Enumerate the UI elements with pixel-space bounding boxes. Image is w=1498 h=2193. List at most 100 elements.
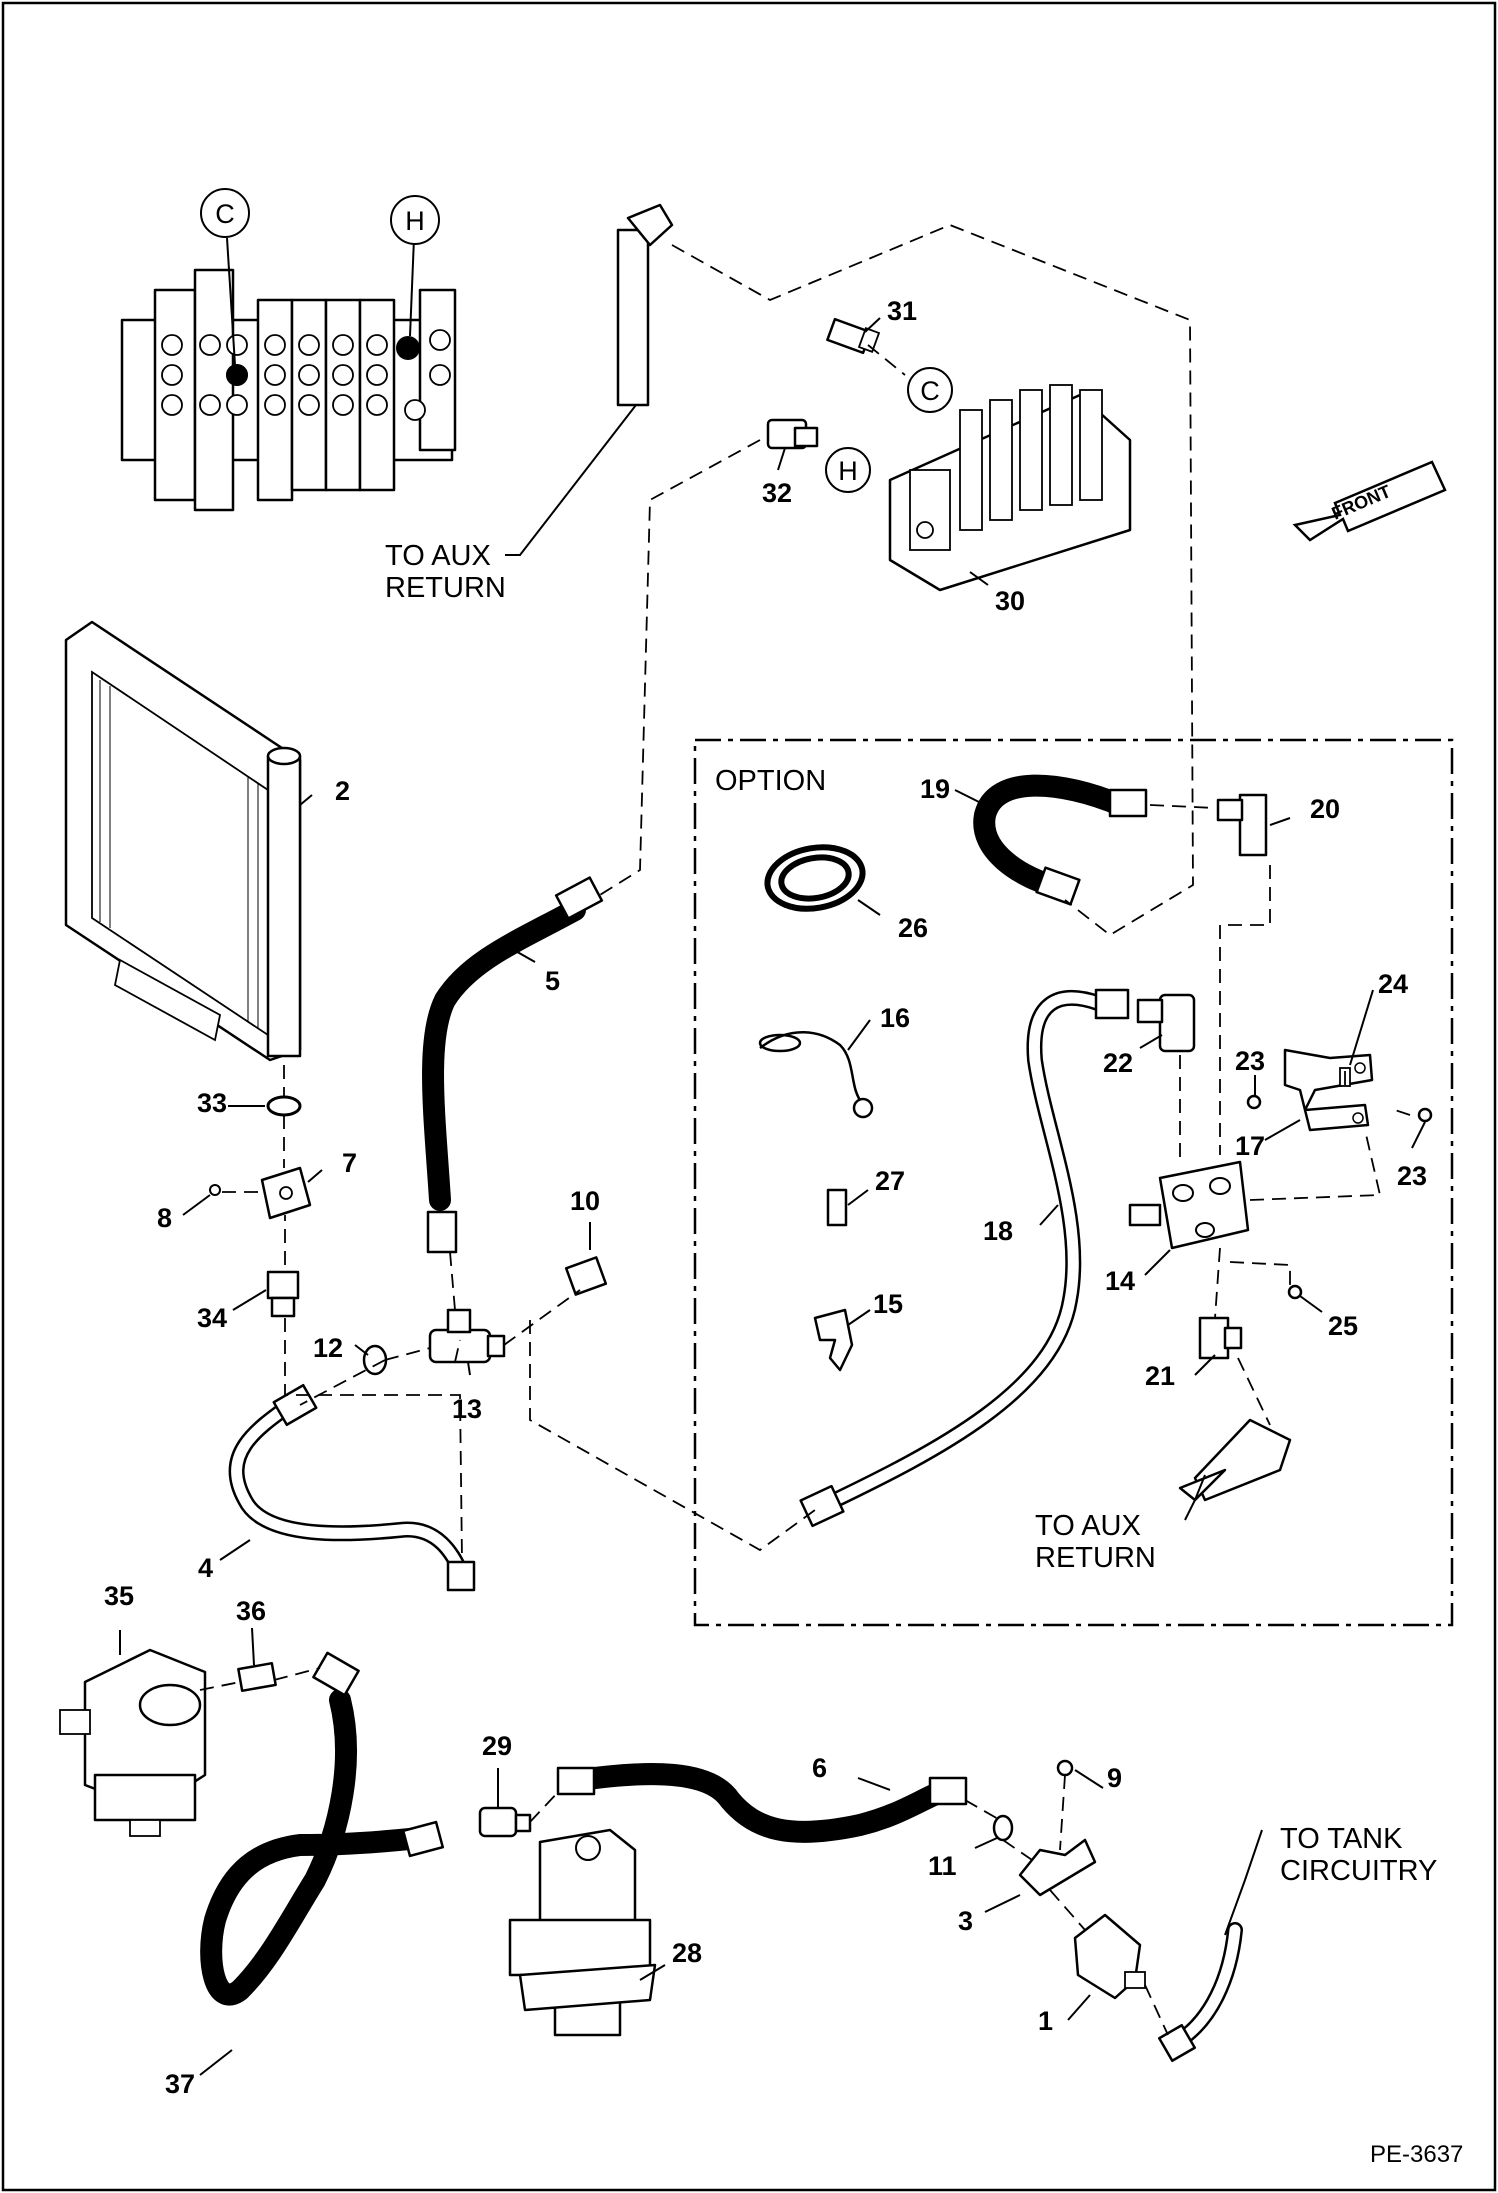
bolt-8 [209, 1184, 221, 1196]
item-15: 15 [873, 1289, 903, 1319]
nut-25 [1287, 1284, 1303, 1300]
fitting-21 [1198, 1316, 1243, 1360]
item-20: 20 [1310, 794, 1340, 824]
clip-15 [813, 1308, 854, 1372]
item-28: 28 [672, 1938, 702, 1968]
nut-11 [992, 1814, 1014, 1842]
pin-27 [826, 1188, 848, 1227]
item-11: 11 [928, 1851, 957, 1881]
item-12: 12 [313, 1333, 343, 1363]
item-2: 2 [335, 776, 350, 806]
item-17: 17 [1235, 1131, 1265, 1161]
oil-cooler-2 [64, 620, 302, 1062]
port-h-marker [396, 336, 420, 360]
tube-4 [228, 1383, 476, 1592]
hose-6 [556, 1763, 968, 1843]
item-5: 5 [545, 966, 560, 996]
item-7: 7 [342, 1148, 357, 1178]
item-13: 13 [452, 1394, 482, 1424]
item-23-left: 23 [1235, 1046, 1265, 1076]
item-number-labels: 1 2 3 4 5 6 7 8 9 10 11 12 13 14 15 16 1… [104, 296, 1427, 2099]
port-c-marker [226, 364, 248, 386]
aux-return-line-stub [616, 203, 674, 407]
svg-text:C: C [920, 376, 940, 406]
item-3: 3 [958, 1906, 973, 1936]
option-title: OPTION [715, 765, 826, 797]
item-30: 30 [995, 586, 1025, 616]
fitting-31 [826, 317, 881, 355]
item-leaders [119, 317, 1426, 2076]
tee-fitting-29 [478, 1806, 532, 1838]
item-33: 33 [197, 1088, 227, 1118]
hose-19 [973, 774, 1148, 906]
svg-text:H: H [838, 456, 858, 486]
item-9: 9 [1107, 1763, 1122, 1793]
front-arrow: FRONT [1292, 460, 1447, 542]
o-ring-33 [266, 1095, 302, 1117]
elbow-fitting-32 [766, 418, 819, 450]
lanyard-16 [758, 1031, 874, 1119]
item-22: 22 [1103, 1048, 1133, 1078]
item-18: 18 [983, 1216, 1013, 1246]
note-to-tank-1: TO TANK [1280, 1823, 1403, 1855]
hose-37 [200, 1651, 445, 2006]
tee-fitting-13 [428, 1308, 506, 1364]
note-to-aux-return-bottom-1: TO AUX [1035, 1510, 1141, 1542]
item-6: 6 [812, 1753, 827, 1783]
callout-h-detail: H [390, 195, 440, 245]
item-1: 1 [1038, 2006, 1053, 2036]
bolt-9 [1056, 1759, 1074, 1777]
control-valve-30 [888, 384, 1132, 592]
callout-c-detail: C [200, 188, 250, 238]
item-27: 27 [875, 1166, 905, 1196]
item-8: 8 [157, 1203, 172, 1233]
bracket-17 [1283, 1048, 1374, 1132]
item-19: 19 [920, 774, 950, 804]
svg-text:H: H [405, 206, 425, 236]
adapter-34 [266, 1270, 300, 1318]
item-32: 32 [762, 478, 792, 508]
tube-18 [799, 988, 1130, 1528]
item-4: 4 [198, 1553, 213, 1583]
bolt-23-left [1246, 1094, 1262, 1110]
coiled-hose-26 [764, 844, 866, 912]
filter-1 [1073, 1913, 1146, 2000]
svg-text:C: C [215, 199, 235, 229]
note-to-tank-2: CIRCUITRY [1280, 1855, 1437, 1887]
routing-lines [199, 224, 1411, 2036]
flange-7 [260, 1166, 312, 1220]
document-number: PE-3637 [1370, 2141, 1463, 2168]
item-14: 14 [1105, 1266, 1135, 1296]
option-box [693, 738, 1454, 1627]
item-21: 21 [1145, 1361, 1175, 1391]
valve-port-detail [120, 237, 457, 512]
callout-h-valve: H [825, 447, 871, 493]
valve-block-14 [1128, 1160, 1250, 1250]
item-34: 34 [197, 1303, 227, 1333]
cap-10 [564, 1256, 608, 1296]
item-36: 36 [236, 1596, 266, 1626]
nut-12 [362, 1344, 388, 1376]
elbow-fitting-22 [1136, 993, 1196, 1053]
item-35: 35 [104, 1581, 134, 1611]
hose-5 [422, 876, 604, 1254]
note-to-aux-return-top-1: TO AUX [385, 540, 491, 572]
item-23-right: 23 [1397, 1161, 1427, 1191]
item-24: 24 [1378, 969, 1408, 999]
item-26: 26 [898, 913, 928, 943]
bolt-23-right [1417, 1107, 1433, 1123]
swivel-28 [508, 1828, 657, 2037]
item-16: 16 [880, 1003, 910, 1033]
item-25: 25 [1328, 1311, 1358, 1341]
tank-line [1157, 1922, 1243, 2063]
aux-return-line-bottom [1178, 1418, 1292, 1502]
item-29: 29 [482, 1731, 512, 1761]
callout-c-valve: C [907, 367, 953, 413]
bracket-3 [1018, 1838, 1097, 1897]
fitting-36 [237, 1661, 277, 1693]
note-to-aux-return-top-2: RETURN [385, 572, 506, 604]
item-31: 31 [887, 296, 917, 326]
note-to-aux-return-bottom-2: RETURN [1035, 1542, 1156, 1574]
